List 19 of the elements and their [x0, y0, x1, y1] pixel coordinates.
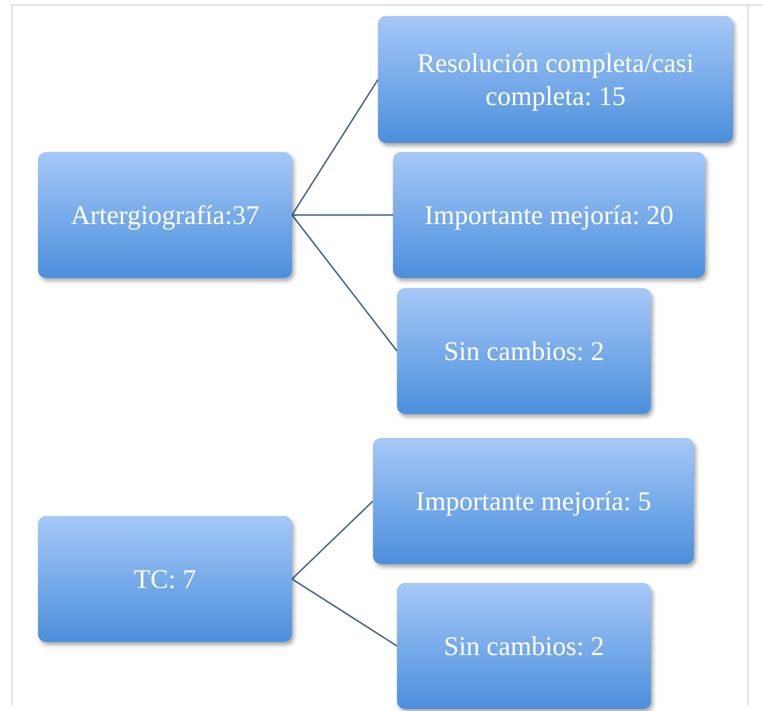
process-box [397, 583, 651, 709]
connector-line [291, 500, 374, 580]
process-box [38, 152, 292, 278]
connector-line [291, 214, 398, 352]
connector-line [292, 214, 393, 216]
box-label: Importante mejoría: 5 [416, 484, 652, 518]
box-label: Artergiografía:37 [70, 198, 260, 232]
connector-line [291, 79, 379, 216]
process-box [397, 288, 651, 414]
box-label: Sin cambios: 2 [444, 334, 604, 368]
connector-line [292, 578, 398, 647]
process-box [393, 152, 705, 278]
process-box [373, 438, 694, 564]
box-label: Importante mejoría: 20 [424, 198, 674, 232]
process-box [378, 16, 733, 143]
process-box [38, 516, 292, 642]
box-label: Sin cambios: 2 [444, 630, 604, 662]
box-label: Resolución completa/casi completa: 15 [416, 47, 695, 112]
box-label: TC: 7 [134, 562, 196, 596]
